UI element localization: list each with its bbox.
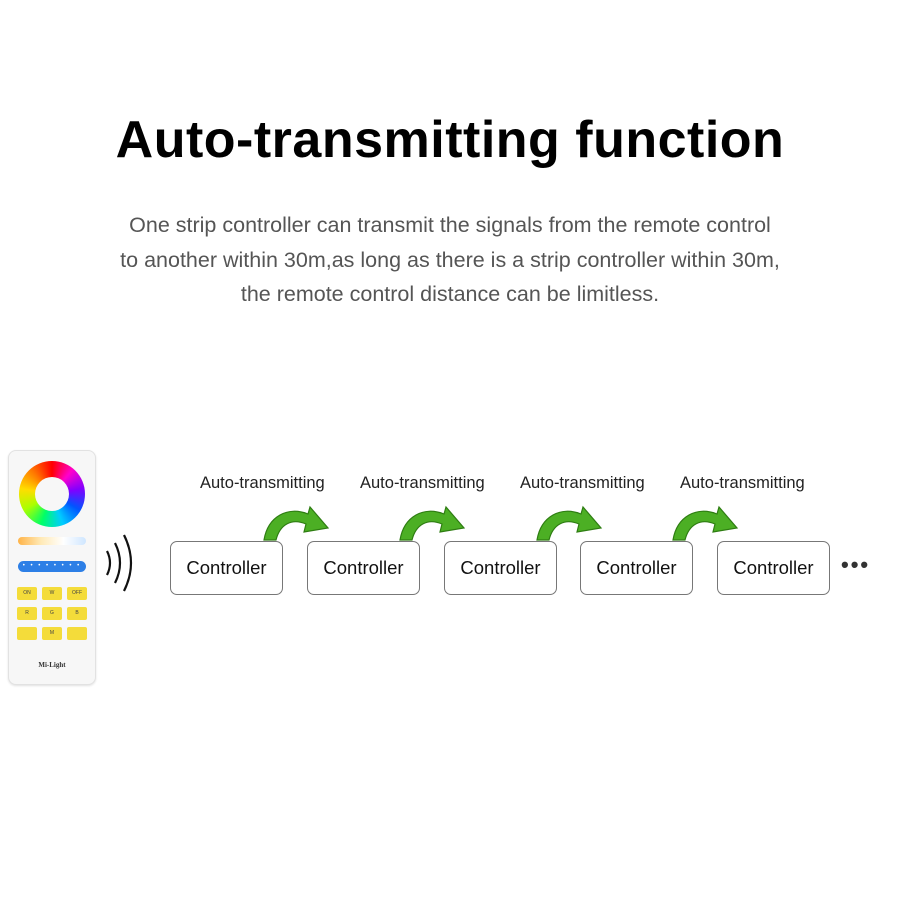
remote-button-speed-down (17, 627, 37, 640)
auto-transmitting-label: Auto-transmitting (200, 474, 325, 493)
controller-box: Controller (580, 541, 693, 595)
white-temperature-slider (18, 537, 86, 545)
remote-button-speed-up (67, 627, 87, 640)
remote-button-on: ON (17, 587, 37, 600)
remote-button-m: M (42, 627, 62, 640)
auto-transmitting-label: Auto-transmitting (520, 474, 645, 493)
remote-button-b: B (67, 607, 87, 620)
controller-box: Controller (170, 541, 283, 595)
remote-button-off: OFF (67, 587, 87, 600)
description-line: One strip controller can transmit the si… (0, 208, 900, 243)
color-wheel (19, 461, 85, 527)
continuation-ellipsis: ••• (841, 552, 870, 578)
controller-box: Controller (444, 541, 557, 595)
description: One strip controller can transmit the si… (0, 208, 900, 312)
controller-box: Controller (717, 541, 830, 595)
auto-transmitting-label: Auto-transmitting (680, 474, 805, 493)
auto-transmitting-label: Auto-transmitting (360, 474, 485, 493)
curved-arrow-icon (262, 500, 332, 542)
brand-logo: Mi-Light (9, 661, 95, 669)
curved-arrow-icon (671, 500, 741, 542)
brightness-slider: • • • • • • • • (18, 561, 86, 572)
page-title: Auto-transmitting function (0, 110, 900, 170)
description-line: to another within 30m,as long as there i… (0, 243, 900, 278)
signal-waves-icon (103, 531, 143, 595)
description-line: the remote control distance can be limit… (0, 277, 900, 312)
controller-box: Controller (307, 541, 420, 595)
curved-arrow-icon (398, 500, 468, 542)
remote-button-r: R (17, 607, 37, 620)
remote-control: • • • • • • • • ON W OFF R G B M Mi-Ligh… (8, 450, 96, 685)
remote-button-g: G (42, 607, 62, 620)
remote-button-w: W (42, 587, 62, 600)
curved-arrow-icon (535, 500, 605, 542)
